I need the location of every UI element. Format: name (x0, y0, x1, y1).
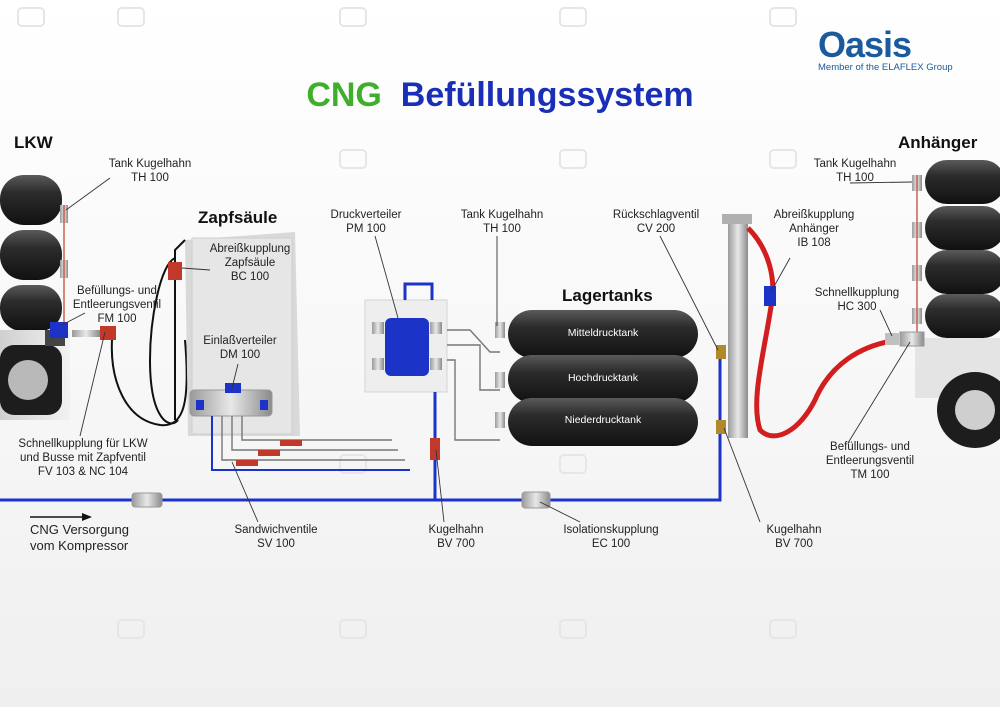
supply-arrow-icon (82, 513, 92, 521)
watermark-pattern (17, 7, 797, 639)
pressure-manifold-icon (385, 318, 429, 376)
pressure-manifold-graphic (364, 282, 500, 500)
trailer-breakaway-icon (764, 286, 776, 306)
truck-tank-3 (0, 285, 62, 331)
title-system: Befüllungssystem (400, 76, 694, 114)
tank-label-high: Hochdrucktank (567, 372, 639, 384)
trailer-graphic (746, 160, 1000, 448)
truck-coupling-icon (100, 326, 116, 340)
tank-label-low: Niederdrucktank (564, 414, 642, 426)
trailer-fill-valve-icon (899, 331, 925, 347)
storage-tank-valve-icon (495, 322, 505, 338)
tank-medium (508, 310, 698, 358)
page-title: CNG Befüllungssystem (0, 76, 1000, 115)
tank-label-medium: Mitteldrucktank (567, 327, 639, 339)
sandwich-valve-icon (236, 460, 258, 466)
ball-valve-2-icon (716, 420, 726, 434)
truck-graphic (0, 175, 188, 427)
leader-lines (61, 177, 913, 523)
check-valve-icon (716, 345, 726, 359)
title-cng: CNG (306, 76, 382, 114)
supply-coupling-icon (131, 492, 163, 508)
trailer-tank-4 (925, 294, 1000, 338)
section-trailer: Anhänger (898, 133, 978, 152)
truck-fill-valve-icon (50, 322, 68, 338)
truck-tank-2 (0, 230, 62, 280)
storage-tanks-graphic (495, 310, 698, 446)
supply-pipe (0, 350, 722, 521)
trailer-tank-3 (925, 250, 1000, 294)
trailer-coupling-icon (885, 333, 899, 345)
section-dispenser: Zapfsäule (198, 208, 278, 227)
logo-brand: Oasis (818, 24, 912, 65)
isolation-coupling-icon (521, 491, 551, 509)
trailer-tank-1 (925, 160, 1000, 204)
vent-stack-graphic (716, 214, 752, 438)
ball-valve-1-icon (430, 438, 440, 460)
tank-high (508, 355, 698, 403)
logo-tagline: Member of the ELAFLEX Group (818, 62, 953, 73)
truck-tank-1 (0, 175, 62, 225)
tank-low (508, 398, 698, 446)
trailer-tank-2 (925, 206, 1000, 250)
section-truck: LKW (14, 133, 53, 152)
dispenser-breakaway-icon (168, 262, 182, 280)
oasis-logo: Oasis Member of the ELAFLEX Group (818, 24, 978, 73)
section-storage: Lagertanks (562, 286, 653, 305)
dispenser-graphic (148, 232, 410, 471)
